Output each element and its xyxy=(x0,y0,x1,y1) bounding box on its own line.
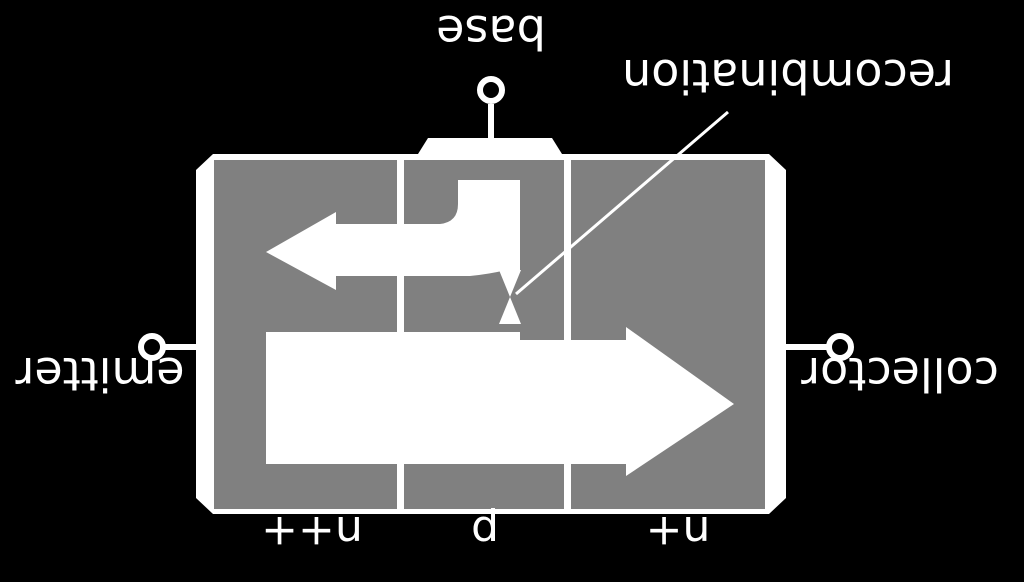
collector-label: collector xyxy=(801,347,999,401)
region-collector-label: n+ xyxy=(646,506,711,557)
recombination-pointer xyxy=(515,110,729,296)
base-current-arrow xyxy=(266,180,520,290)
base-label: base xyxy=(436,5,546,59)
emitter-label: emitter xyxy=(15,347,184,401)
main-current-arrow xyxy=(266,327,734,476)
recombination-marker xyxy=(499,270,521,324)
base-terminal xyxy=(477,76,505,104)
recombination-label: recombination xyxy=(622,49,954,103)
region-emitter-label: n++ xyxy=(261,506,363,557)
collector-terminal xyxy=(826,333,854,361)
region-base-label: p xyxy=(471,506,499,557)
base-contact-pad xyxy=(418,138,562,154)
emitter-terminal xyxy=(138,333,166,361)
